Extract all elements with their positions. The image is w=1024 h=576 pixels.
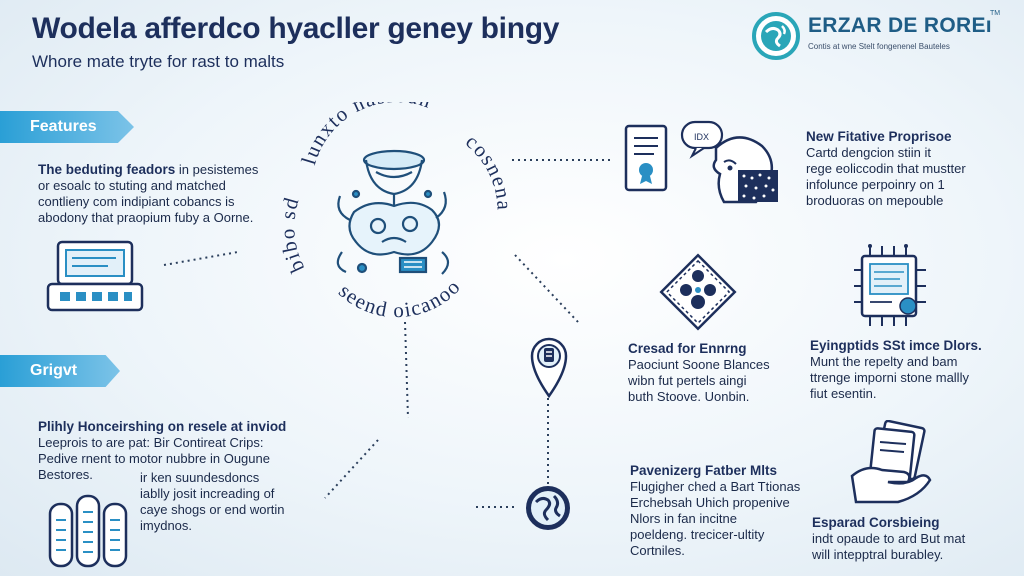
grigvt-line: Bestores. <box>38 467 93 482</box>
brand-trademark: TM <box>990 10 1001 17</box>
new-fitative-line: rege eoliccodin that mustter <box>806 161 966 176</box>
cresad-block: Cresad for Ennrng Paociunt Soone Blances… <box>628 340 770 405</box>
diamond-pattern-icon <box>659 253 737 331</box>
tablet-device-icon <box>46 240 144 312</box>
grigvt-line: Leeprois to are pat: Bir Contireat Crips… <box>38 435 264 450</box>
pavenizerg-block: Pavenizerg Fatber Mlts Flugigher ched a … <box>630 462 800 559</box>
new-fitative-line: broduoras on mepouble <box>806 193 944 208</box>
features-heading-rest: in pesistemes <box>178 162 259 177</box>
new-fitative-heading: New Fitative Proprisoe <box>806 129 952 144</box>
cresad-line: Paociunt Soone Blances <box>628 357 770 372</box>
new-fitative-block: New Fitative Proprisoe Cartd dengcion st… <box>806 128 966 209</box>
brand-name: ERZAR DE ROREı <box>808 14 992 37</box>
certificate-document-icon <box>624 124 668 192</box>
eyingptids-line: fiut esentin. <box>810 386 877 401</box>
connector-features <box>163 251 239 266</box>
esparad-line: indt opaude to ard But mat <box>812 531 966 546</box>
thinking-head-icon: IDX <box>680 120 778 204</box>
eyingptids-line: ttrenge imporni stone mallly <box>810 370 969 385</box>
page-subtitle: Whore mate tryte for rast to malts <box>32 52 285 71</box>
pavenizerg-line: Erchebsah Uhich propenive <box>630 495 790 510</box>
esparad-heading: Esparad Corsbieing <box>812 515 940 530</box>
center-emblem: lunxto nasroan cosnena seend oicanoo bib… <box>282 102 512 322</box>
circuit-chip-icon <box>854 244 926 326</box>
emblem-arc-right: cosnena <box>461 129 512 212</box>
esparad-line: will intepptral burabley. <box>812 547 944 562</box>
cresad-line: buth Stoove. Uonbin. <box>628 389 750 404</box>
grigvt-block: Plihly Honceirshing on resele at inviod … <box>38 418 286 483</box>
new-fitative-line: Cartd dengcion stiin it <box>806 145 932 160</box>
map-pin-icon <box>530 337 568 398</box>
svg-text:IDX: IDX <box>694 132 709 142</box>
connector-cresad <box>514 254 579 323</box>
eyingptids-heading: Eyingptids SSt imce Dlors. <box>810 338 982 353</box>
grigvt-line: Pedive rnent to motor nubbre in Ougune <box>38 451 270 466</box>
grigvt-side-line: imydnos. <box>140 518 193 533</box>
features-line: or esoalc to stuting and matched <box>38 178 226 193</box>
server-racks-icon <box>48 494 128 568</box>
features-line: abodony that praopium fuby a Oorne. <box>38 210 254 225</box>
features-heading: The beduting feadors <box>38 162 176 177</box>
globe-icon <box>526 486 570 530</box>
eyingptids-block: Eyingptids SSt imce Dlors. Munt the repe… <box>810 337 982 402</box>
grigvt-side-line: iablly josit increading of <box>140 486 275 501</box>
emblem-arc-bottom: seend oicanoo <box>334 274 465 322</box>
emblem-arc-left: bibo sd <box>282 194 309 277</box>
esparad-block: Esparad Corsbieing indt opaude to ard Bu… <box>812 514 965 563</box>
pavenizerg-line: Flugigher ched a Bart Ttionas <box>630 479 801 494</box>
hand-document-icon <box>850 420 932 504</box>
cresad-heading: Cresad for Ennrng <box>628 341 747 356</box>
pavenizerg-heading: Pavenizerg Fatber Mlts <box>630 463 778 478</box>
cresad-line: wibn fut pertels aingi <box>628 373 747 388</box>
grigvt-side-line: caye shogs or end wortin <box>140 502 285 517</box>
pavenizerg-line: Cortniles. <box>630 543 685 558</box>
globe-logo-icon <box>752 12 800 60</box>
tag-grigvt: Grigvt <box>0 355 120 387</box>
connector-grigvt <box>324 439 379 499</box>
grigvt-side-block: ir ken suundesdoncs iablly josit incread… <box>140 470 285 534</box>
page-title: Wodela afferdco hyacller geney bingy <box>32 12 560 45</box>
eyingptids-line: Munt the repelty and bam <box>810 354 958 369</box>
tag-features: Features <box>0 111 134 143</box>
new-fitative-line: infolunce perpoinry on 1 <box>806 177 945 192</box>
features-block: The beduting feadors in pesistemes or es… <box>38 161 258 226</box>
pavenizerg-line: Nlors in fan incitne <box>630 511 737 526</box>
brand-tagline: Contis at wne Stelt fongenenel Bauteles <box>808 42 950 51</box>
ornate-vase-artwork <box>336 149 450 275</box>
pavenizerg-line: poeldeng. trecicer-ultity <box>630 527 765 542</box>
connector-down <box>404 321 409 419</box>
grigvt-side-line: ir ken suundesdoncs <box>140 470 260 485</box>
grigvt-heading: Plihly Honceirshing on resele at inviod <box>38 419 287 434</box>
features-line: contlieny com indipiant cobancs is <box>38 194 235 209</box>
